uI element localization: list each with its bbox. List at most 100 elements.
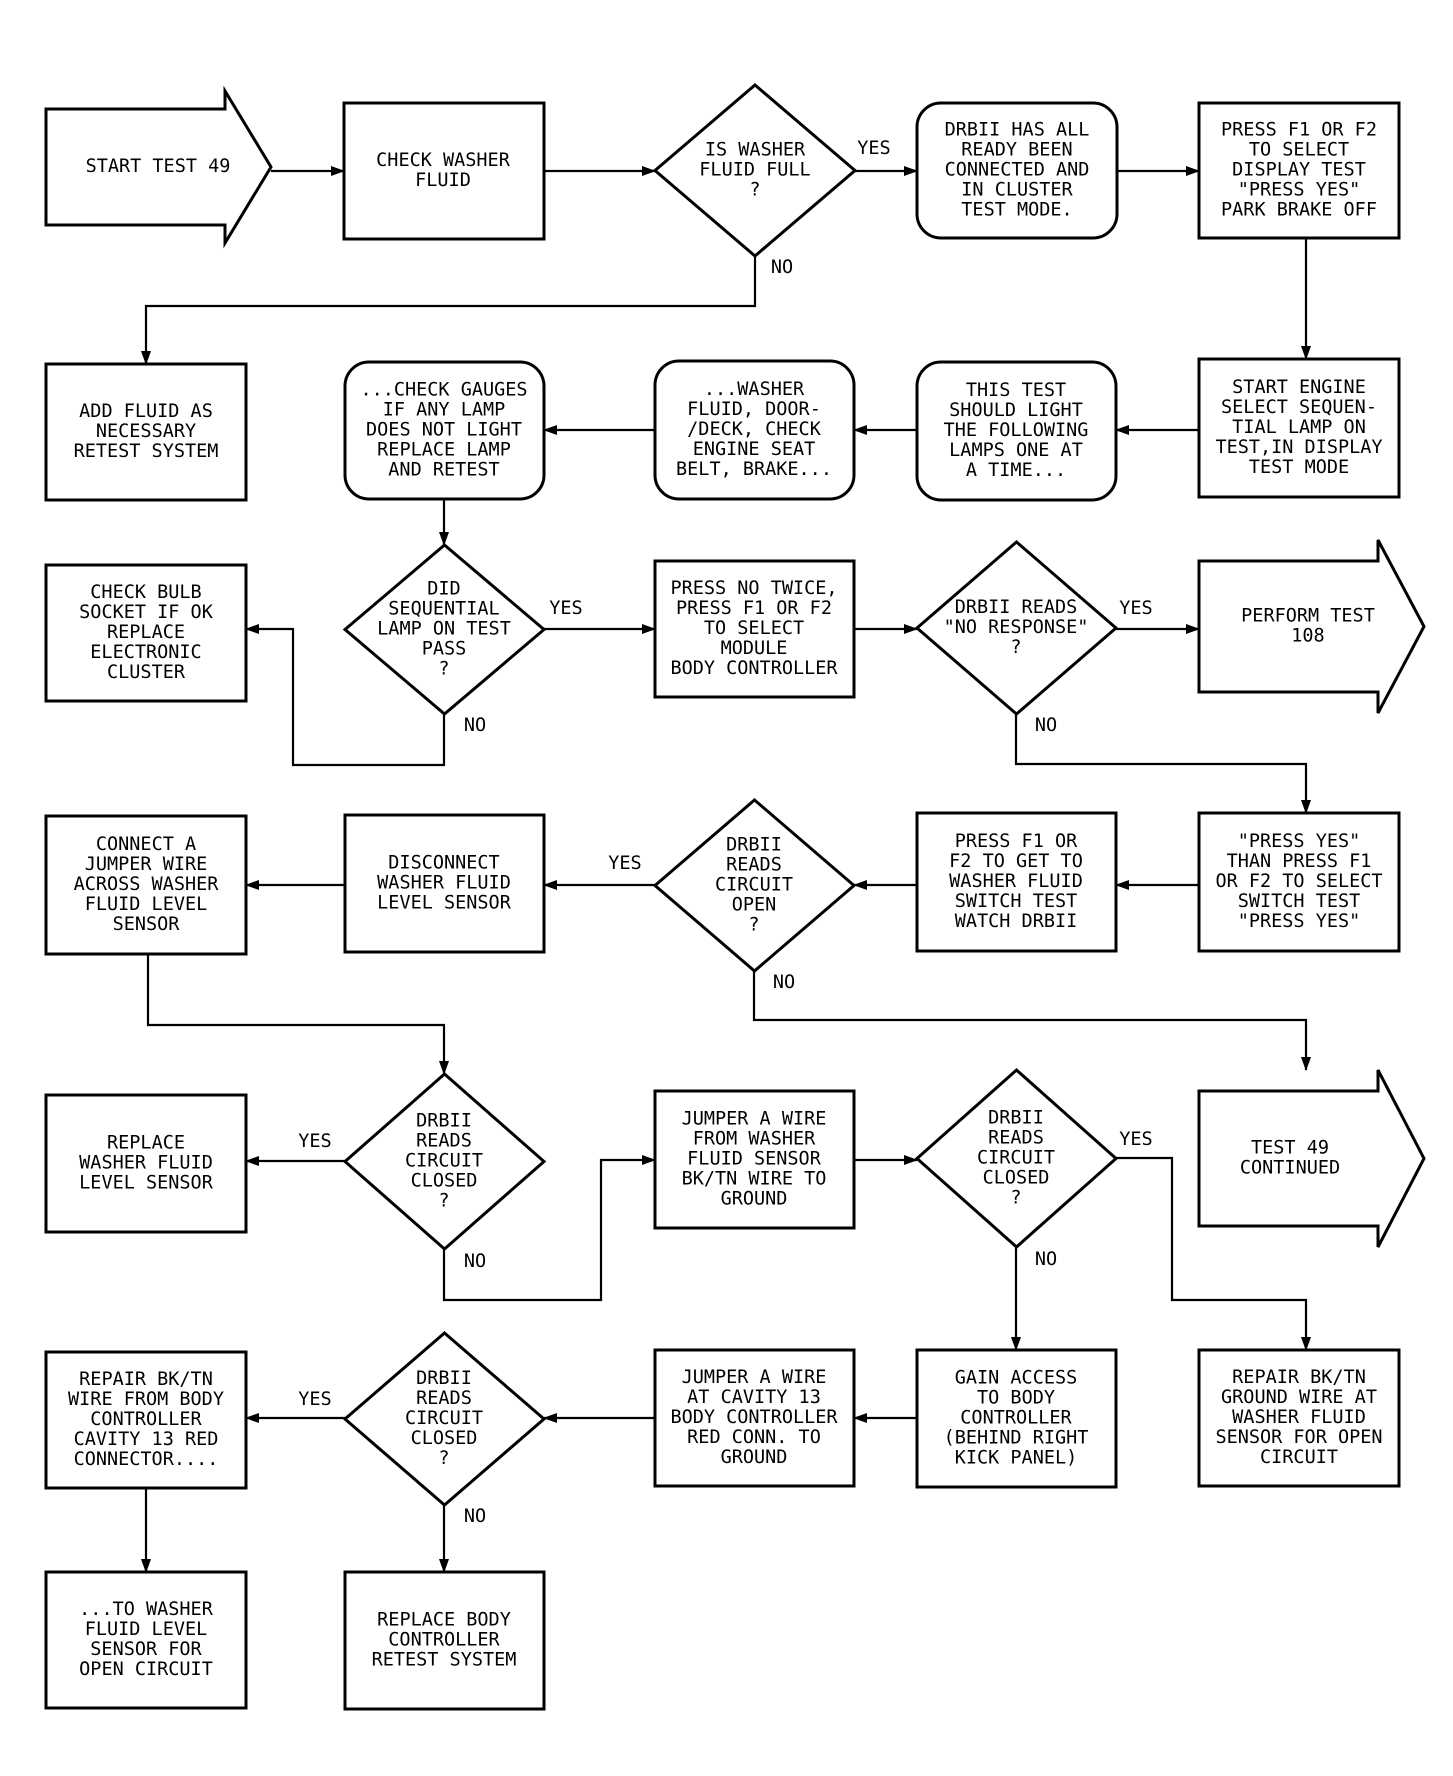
- node-text-line: F2 TO GET TO: [949, 851, 1083, 872]
- node-text-line: CLOSED: [411, 1171, 478, 1192]
- node-text-line: TO BODY: [977, 1388, 1055, 1409]
- process-box: [915, 360, 1118, 502]
- node-text-line: ...TO WASHER: [79, 1599, 214, 1620]
- node-text-line: GROUND WIRE AT: [1221, 1387, 1377, 1408]
- node-text-line: RETEST SYSTEM: [74, 441, 219, 462]
- node-text-line: DOES NOT LIGHT: [366, 420, 522, 441]
- node-text-line: MODULE: [721, 638, 788, 659]
- node-text-line: WASHER FLUID: [79, 1153, 213, 1174]
- process-box: [1197, 811, 1401, 953]
- node-text-line: TO SELECT: [1249, 140, 1349, 161]
- process-box: [1197, 101, 1401, 240]
- process-box: [44, 1350, 248, 1490]
- node-text-line: ...WASHER: [704, 379, 805, 400]
- yes-label: YES: [549, 598, 582, 619]
- node-text-line: PRESS F1 OR: [955, 831, 1078, 852]
- connector-arrow: [1116, 1156, 1311, 1351]
- process-box: [915, 101, 1119, 240]
- node-text-line: LAMP ON TEST: [377, 619, 511, 640]
- no-label: NO: [1035, 1249, 1057, 1270]
- node-text-line: WATCH DRBII: [955, 911, 1078, 932]
- node-text-line: CIRCUIT: [405, 1408, 483, 1429]
- process-box: [915, 811, 1118, 953]
- node-text-line: CIRCUIT: [1260, 1447, 1338, 1468]
- node-text-line: FLUID, DOOR-: [687, 399, 821, 420]
- node-text-line: ?: [438, 1448, 449, 1469]
- node-text-line: WIRE FROM BODY: [68, 1389, 224, 1410]
- decision-diamond: [914, 540, 1119, 716]
- node-text-line: CHECK WASHER: [376, 150, 511, 171]
- node-text-line: PRESS NO TWICE,: [670, 578, 837, 599]
- node-text-line: AT CAVITY 13: [687, 1387, 821, 1408]
- node-text-line: CHECK BULB: [90, 582, 201, 603]
- yes-label: YES: [857, 138, 890, 159]
- node-text-line: FROM WASHER: [693, 1129, 816, 1150]
- node-text-line: ENGINE SEAT: [693, 439, 816, 460]
- node-text-line: LEVEL SENSOR: [79, 1173, 214, 1194]
- node-text-line: SELECT SEQUEN-: [1221, 397, 1377, 418]
- node-text-line: SWITCH TEST: [1238, 891, 1361, 912]
- node-text-line: GROUND: [721, 1189, 788, 1210]
- node-text-line: OR F2 TO SELECT: [1215, 871, 1382, 892]
- node-text-line: ?: [438, 659, 449, 680]
- node-text-line: DRBII: [416, 1368, 472, 1389]
- no-label: NO: [464, 1251, 486, 1272]
- yes-label: YES: [1119, 598, 1152, 619]
- process-box: [44, 1093, 248, 1234]
- node-text-line: PASS: [422, 639, 467, 660]
- node-text-line: "PRESS YES": [1238, 180, 1361, 201]
- node-text-line: REPLACE BODY: [377, 1610, 511, 1631]
- node-text-line: "PRESS YES": [1238, 831, 1361, 852]
- node-text-line: SHOULD LIGHT: [949, 400, 1083, 421]
- connector-arrow: [146, 954, 449, 1075]
- yes-label: YES: [1119, 1129, 1152, 1150]
- node-text-line: BELT, BRAKE...: [676, 459, 832, 480]
- node-text-line: REPLACE LAMP: [377, 440, 511, 461]
- node-text-line: CLOSED: [411, 1428, 478, 1449]
- node-text-line: ELECTRONIC: [90, 642, 201, 663]
- node-text-line: RED CONN. TO: [687, 1427, 821, 1448]
- node-text-line: A TIME...: [966, 460, 1066, 481]
- process-box: [1197, 357, 1401, 499]
- node-text-line: SEQUENTIAL: [388, 599, 499, 620]
- node-text-line: SENSOR FOR: [90, 1639, 202, 1660]
- decision-diamond: [342, 1072, 547, 1251]
- node-text-line: JUMPER WIRE: [85, 854, 208, 875]
- node-text-line: FLUID SENSOR: [687, 1149, 822, 1170]
- node-text-line: AND RETEST: [388, 460, 499, 481]
- node-text-line: CONNECT A: [96, 834, 196, 855]
- node-text-line: KICK PANEL): [955, 1448, 1078, 1469]
- node-text-line: CLOSED: [983, 1168, 1050, 1189]
- node-text-line: LAMPS ONE AT: [949, 440, 1083, 461]
- node-text-line: WASHER FLUID: [949, 871, 1083, 892]
- node-text-line: ?: [1010, 637, 1021, 658]
- process-box: [915, 1348, 1118, 1489]
- node-text-line: TEST 49: [1251, 1138, 1329, 1159]
- yes-label: YES: [298, 1131, 331, 1152]
- node-text-line: PERFORM TEST: [1241, 606, 1375, 627]
- node-text-line: TIAL LAMP ON: [1232, 417, 1366, 438]
- node-text-line: ADD FLUID AS: [79, 401, 213, 422]
- node-text-line: PARK BRAKE OFF: [1221, 200, 1377, 221]
- node-text-line: NECESSARY: [96, 421, 196, 442]
- node-text-line: "NO RESPONSE": [944, 617, 1089, 638]
- node-text-line: CONNECTED AND: [945, 160, 1090, 181]
- decision-diamond: [342, 543, 547, 716]
- node-text-line: IS WASHER: [705, 140, 806, 161]
- node-text-line: CONTROLLER: [388, 1630, 500, 1651]
